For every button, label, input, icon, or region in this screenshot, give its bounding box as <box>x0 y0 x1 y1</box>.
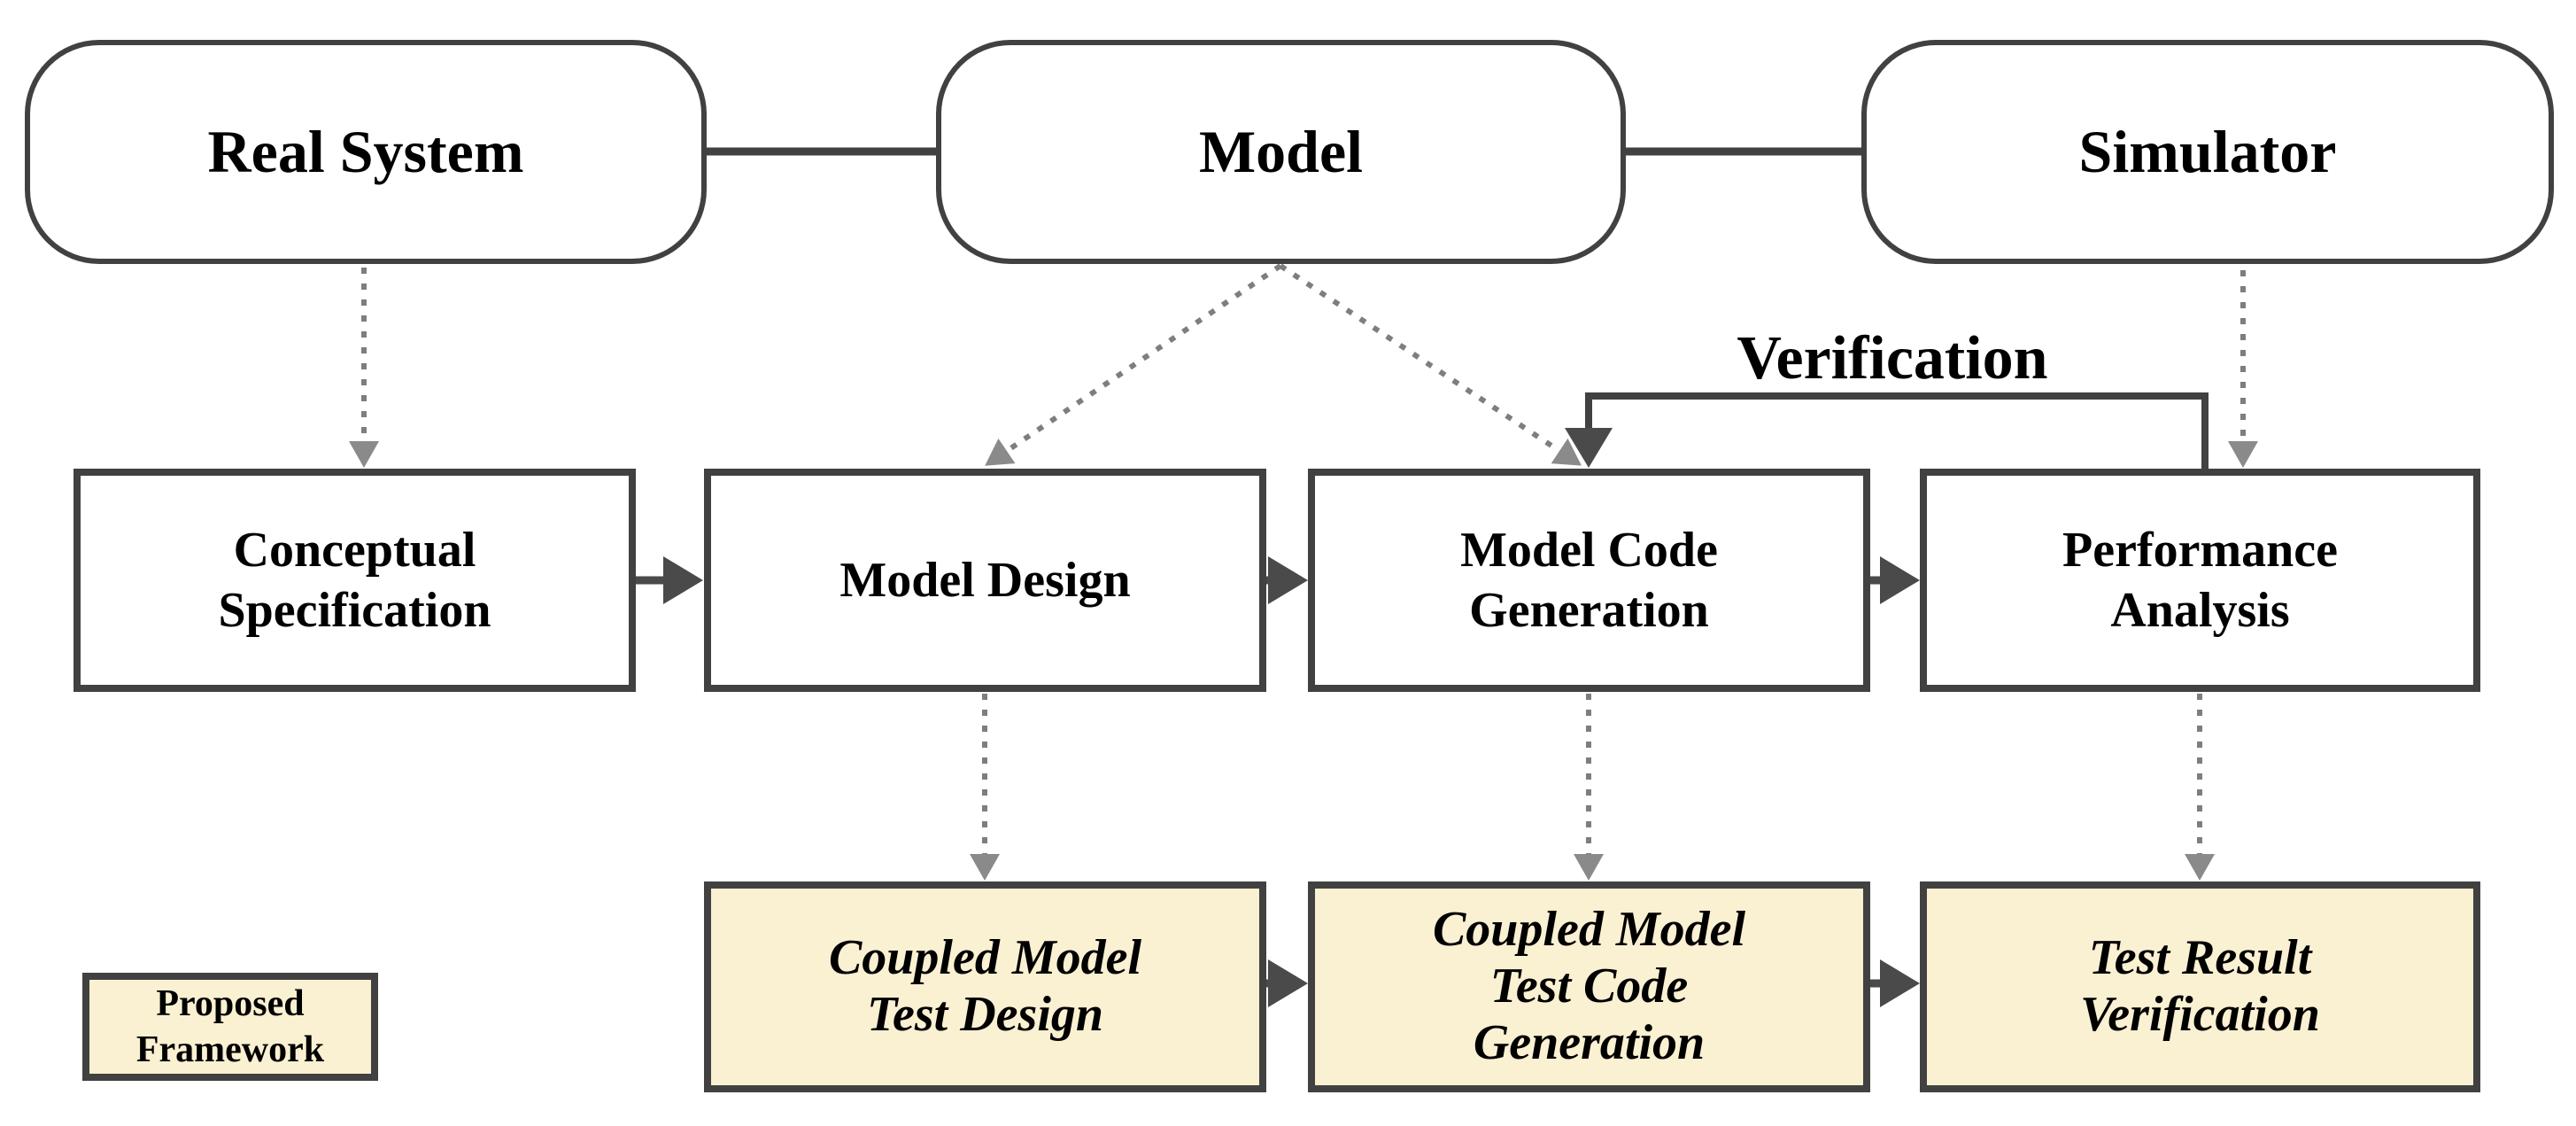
node-performance-analysis-label: Performance Analysis <box>2062 522 2338 638</box>
node-model-code-generation: Model Code Generation <box>1308 469 1870 692</box>
node-conceptual-specification: Conceptual Specification <box>73 469 636 692</box>
node-model-design: Model Design <box>704 469 1266 692</box>
node-test-result-verification-label: Test Result Verification <box>2080 930 2320 1042</box>
node-conceptual-specification-label: Conceptual Specification <box>218 522 491 638</box>
node-real-system-label: Real System <box>207 118 524 186</box>
node-model-design-label: Model Design <box>839 552 1131 608</box>
node-test-result-verification: Test Result Verification <box>1920 881 2480 1092</box>
verification-label: Verification <box>1600 308 2185 390</box>
node-coupled-model-test-code-generation: Coupled Model Test Code Generation <box>1308 881 1870 1092</box>
node-simulator: Simulator <box>1861 40 2554 264</box>
node-model-code-generation-label: Model Code Generation <box>1460 522 1718 638</box>
legend-proposed-framework: Proposed Framework <box>82 973 378 1081</box>
node-simulator-label: Simulator <box>2078 118 2337 186</box>
dotted-model-to-model-design <box>985 263 1282 466</box>
verification-label-text: Verification <box>1737 324 2048 392</box>
node-coupled-model-test-design: Coupled Model Test Design <box>704 881 1266 1092</box>
verification-feedback-arrow <box>1565 392 2209 469</box>
node-coupled-model-test-design-label: Coupled Model Test Design <box>828 930 1142 1042</box>
node-coupled-model-test-code-generation-label: Coupled Model Test Code Generation <box>1432 902 1746 1070</box>
dotted-model-to-code-generation <box>1279 263 1582 466</box>
node-real-system: Real System <box>25 40 707 264</box>
node-model-label: Model <box>1198 118 1364 186</box>
legend-proposed-framework-label: Proposed Framework <box>135 982 325 1071</box>
node-performance-analysis: Performance Analysis <box>1920 469 2480 692</box>
node-model: Model <box>936 40 1626 264</box>
